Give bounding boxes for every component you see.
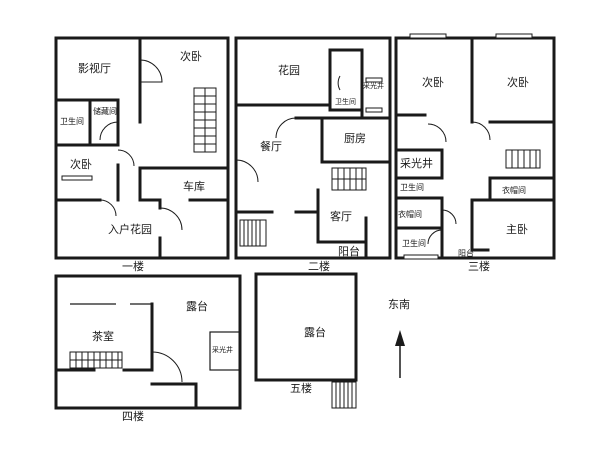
f4-terrace-label: 露台 [186, 299, 208, 313]
f4-tea-room-label: 茶室 [92, 329, 114, 343]
f3-bath-bottom-label: 卫生间 [402, 238, 426, 248]
f3-bedroom-left-label: 次卧 [422, 75, 444, 89]
f2-dining-label: 餐厅 [260, 139, 282, 153]
f1-storage-label: 储藏间 [93, 106, 117, 116]
f2-kitchen-label: 厨房 [344, 132, 366, 145]
f2-floor-label: 二楼 [308, 259, 330, 273]
f3-skylight-label: 采光井 [400, 156, 433, 170]
f4-floor-label: 四楼 [122, 409, 144, 423]
f3-bedroom-right-label: 次卧 [507, 75, 529, 89]
f2-garden-label: 花园 [278, 64, 300, 77]
compass-label: 东南 [388, 298, 410, 311]
f2-living-label: 客厅 [330, 209, 352, 223]
f1-bath-label: 卫生间 [60, 116, 84, 126]
f3-closet-right-label: 衣帽间 [502, 185, 526, 195]
f1-bedroom-left-label: 次卧 [70, 157, 92, 171]
f1-garage-label: 车库 [183, 179, 205, 193]
f5-terrace-label: 露台 [304, 325, 326, 339]
floor-3-plan: 次卧 次卧 采光井 卫生间 衣帽间 衣帽间 主卧 卫生间 阳台 三楼 [394, 33, 556, 273]
f1-floor-label: 一楼 [122, 259, 144, 273]
f3-closet-left-label: 衣帽间 [398, 209, 422, 219]
f2-bath-label: 卫生间 [335, 97, 356, 106]
f5-floor-label: 五楼 [290, 381, 312, 395]
f4-skylight-label: 采光井 [212, 345, 233, 354]
f1-theater-label: 影视厅 [78, 61, 111, 75]
compass: 东南 [388, 298, 410, 378]
floor-4-plan: 露台 茶室 采光井 四楼 [54, 274, 242, 423]
floor-2-plan: 花园 卫生间 采光井 餐厅 厨房 客厅 阳台 二楼 [234, 36, 392, 273]
f3-master-label: 主卧 [506, 223, 528, 236]
f1-bedroom-top-label: 次卧 [180, 49, 202, 63]
floor-1-plan: 影视厅 次卧 卫生间 储藏间 次卧 车库 入户花园 一楼 [54, 36, 230, 273]
f3-bath-top-label: 卫生间 [400, 182, 424, 192]
f3-balcony-label: 阳台 [458, 248, 474, 258]
up-arrow-icon [395, 330, 405, 378]
f3-floor-label: 三楼 [468, 259, 490, 273]
floor-5-plan: 露台 五楼 [254, 272, 358, 409]
f2-skylight-label: 采光井 [363, 81, 384, 90]
f1-entry-garden-label: 入户花园 [108, 222, 152, 236]
f2-balcony-label: 阳台 [338, 244, 360, 258]
